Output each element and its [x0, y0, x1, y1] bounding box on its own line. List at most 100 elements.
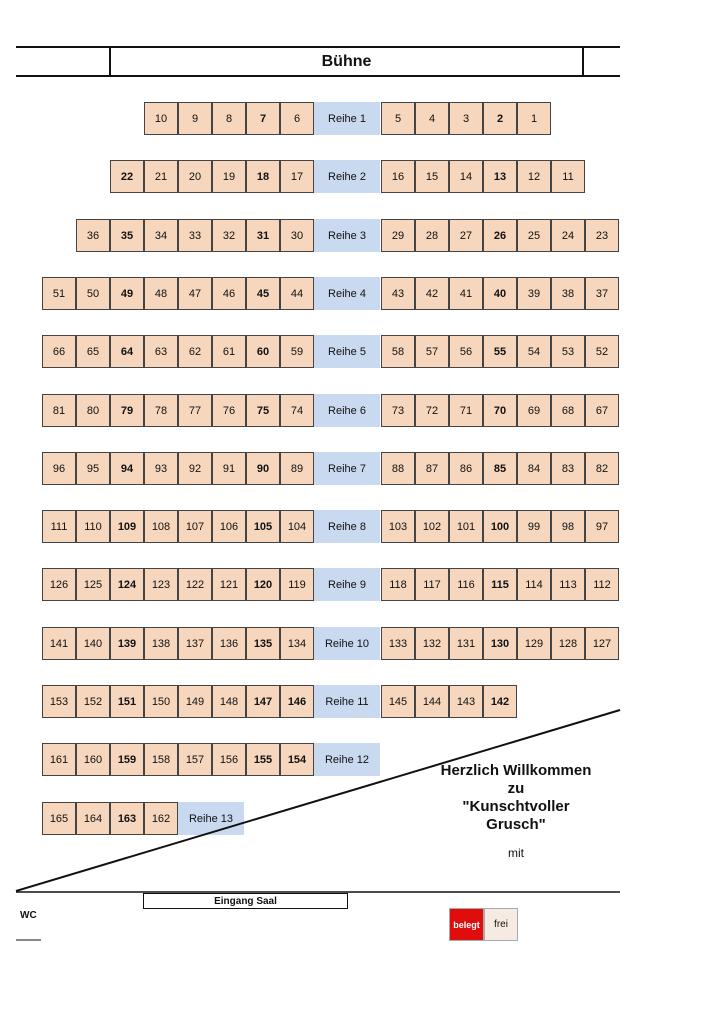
seat-63[interactable]: 63 — [144, 335, 178, 368]
seat-74[interactable]: 74 — [280, 394, 314, 427]
seat-105[interactable]: 105 — [246, 510, 280, 543]
seat-19[interactable]: 19 — [212, 160, 246, 193]
seat-118[interactable]: 118 — [381, 568, 415, 601]
seat-85[interactable]: 85 — [483, 452, 517, 485]
seat-25[interactable]: 25 — [517, 219, 551, 252]
seat-110[interactable]: 110 — [76, 510, 110, 543]
seat-114[interactable]: 114 — [517, 568, 551, 601]
seat-162[interactable]: 162 — [144, 802, 178, 835]
seat-15[interactable]: 15 — [415, 160, 449, 193]
seat-84[interactable]: 84 — [517, 452, 551, 485]
seat-71[interactable]: 71 — [449, 394, 483, 427]
seat-20[interactable]: 20 — [178, 160, 212, 193]
seat-56[interactable]: 56 — [449, 335, 483, 368]
seat-17[interactable]: 17 — [280, 160, 314, 193]
seat-86[interactable]: 86 — [449, 452, 483, 485]
seat-150[interactable]: 150 — [144, 685, 178, 718]
seat-78[interactable]: 78 — [144, 394, 178, 427]
seat-51[interactable]: 51 — [42, 277, 76, 310]
seat-141[interactable]: 141 — [42, 627, 76, 660]
seat-28[interactable]: 28 — [415, 219, 449, 252]
seat-109[interactable]: 109 — [110, 510, 144, 543]
seat-75[interactable]: 75 — [246, 394, 280, 427]
seat-59[interactable]: 59 — [280, 335, 314, 368]
seat-8[interactable]: 8 — [212, 102, 246, 135]
seat-66[interactable]: 66 — [42, 335, 76, 368]
seat-148[interactable]: 148 — [212, 685, 246, 718]
seat-11[interactable]: 11 — [551, 160, 585, 193]
seat-154[interactable]: 154 — [280, 743, 314, 776]
seat-103[interactable]: 103 — [381, 510, 415, 543]
seat-124[interactable]: 124 — [110, 568, 144, 601]
seat-127[interactable]: 127 — [585, 627, 619, 660]
seat-89[interactable]: 89 — [280, 452, 314, 485]
seat-7[interactable]: 7 — [246, 102, 280, 135]
seat-128[interactable]: 128 — [551, 627, 585, 660]
seat-90[interactable]: 90 — [246, 452, 280, 485]
seat-129[interactable]: 129 — [517, 627, 551, 660]
seat-24[interactable]: 24 — [551, 219, 585, 252]
seat-41[interactable]: 41 — [449, 277, 483, 310]
seat-27[interactable]: 27 — [449, 219, 483, 252]
seat-29[interactable]: 29 — [381, 219, 415, 252]
seat-53[interactable]: 53 — [551, 335, 585, 368]
seat-68[interactable]: 68 — [551, 394, 585, 427]
seat-94[interactable]: 94 — [110, 452, 144, 485]
seat-147[interactable]: 147 — [246, 685, 280, 718]
seat-46[interactable]: 46 — [212, 277, 246, 310]
seat-9[interactable]: 9 — [178, 102, 212, 135]
seat-83[interactable]: 83 — [551, 452, 585, 485]
seat-97[interactable]: 97 — [585, 510, 619, 543]
seat-4[interactable]: 4 — [415, 102, 449, 135]
seat-126[interactable]: 126 — [42, 568, 76, 601]
seat-18[interactable]: 18 — [246, 160, 280, 193]
seat-58[interactable]: 58 — [381, 335, 415, 368]
seat-136[interactable]: 136 — [212, 627, 246, 660]
seat-10[interactable]: 10 — [144, 102, 178, 135]
seat-161[interactable]: 161 — [42, 743, 76, 776]
seat-122[interactable]: 122 — [178, 568, 212, 601]
seat-121[interactable]: 121 — [212, 568, 246, 601]
seat-135[interactable]: 135 — [246, 627, 280, 660]
seat-44[interactable]: 44 — [280, 277, 314, 310]
seat-163[interactable]: 163 — [110, 802, 144, 835]
seat-142[interactable]: 142 — [483, 685, 517, 718]
seat-87[interactable]: 87 — [415, 452, 449, 485]
seat-55[interactable]: 55 — [483, 335, 517, 368]
seat-62[interactable]: 62 — [178, 335, 212, 368]
seat-6[interactable]: 6 — [280, 102, 314, 135]
seat-98[interactable]: 98 — [551, 510, 585, 543]
seat-151[interactable]: 151 — [110, 685, 144, 718]
seat-158[interactable]: 158 — [144, 743, 178, 776]
seat-95[interactable]: 95 — [76, 452, 110, 485]
seat-50[interactable]: 50 — [76, 277, 110, 310]
seat-12[interactable]: 12 — [517, 160, 551, 193]
seat-133[interactable]: 133 — [381, 627, 415, 660]
seat-34[interactable]: 34 — [144, 219, 178, 252]
seat-117[interactable]: 117 — [415, 568, 449, 601]
seat-144[interactable]: 144 — [415, 685, 449, 718]
seat-165[interactable]: 165 — [42, 802, 76, 835]
seat-107[interactable]: 107 — [178, 510, 212, 543]
seat-88[interactable]: 88 — [381, 452, 415, 485]
seat-5[interactable]: 5 — [381, 102, 415, 135]
seat-69[interactable]: 69 — [517, 394, 551, 427]
seat-104[interactable]: 104 — [280, 510, 314, 543]
seat-21[interactable]: 21 — [144, 160, 178, 193]
seat-137[interactable]: 137 — [178, 627, 212, 660]
seat-91[interactable]: 91 — [212, 452, 246, 485]
seat-65[interactable]: 65 — [76, 335, 110, 368]
seat-155[interactable]: 155 — [246, 743, 280, 776]
seat-102[interactable]: 102 — [415, 510, 449, 543]
seat-111[interactable]: 111 — [42, 510, 76, 543]
seat-101[interactable]: 101 — [449, 510, 483, 543]
seat-76[interactable]: 76 — [212, 394, 246, 427]
seat-108[interactable]: 108 — [144, 510, 178, 543]
seat-38[interactable]: 38 — [551, 277, 585, 310]
seat-60[interactable]: 60 — [246, 335, 280, 368]
seat-40[interactable]: 40 — [483, 277, 517, 310]
seat-112[interactable]: 112 — [585, 568, 619, 601]
seat-13[interactable]: 13 — [483, 160, 517, 193]
seat-153[interactable]: 153 — [42, 685, 76, 718]
seat-132[interactable]: 132 — [415, 627, 449, 660]
